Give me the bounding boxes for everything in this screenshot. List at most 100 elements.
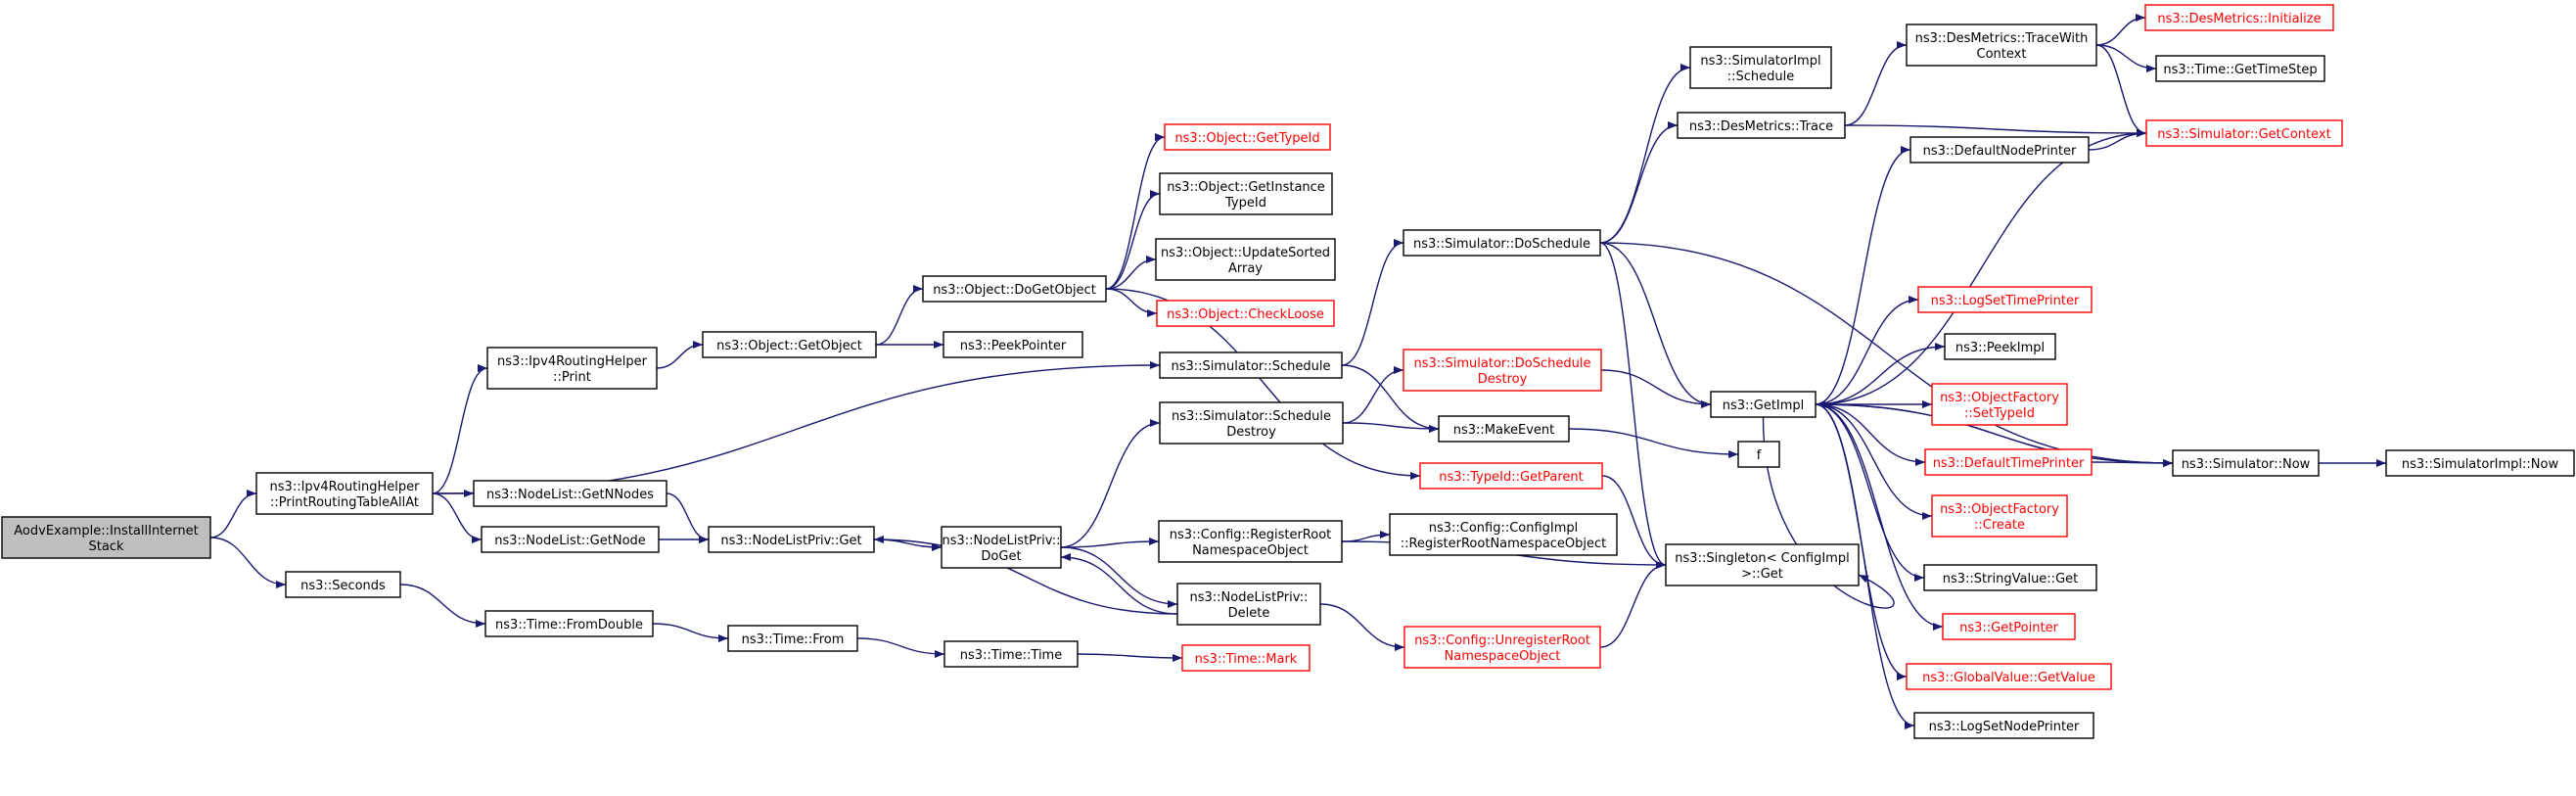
node-f[interactable]: f [1737, 441, 1780, 468]
node-rh-print[interactable]: ns3::Ipv4RoutingHelper::Print [486, 347, 658, 390]
node-globalvalue-getvalue[interactable]: ns3::GlobalValue::GetValue [1906, 663, 2112, 690]
edge-getimpl-to-singleton-get [1762, 416, 1895, 609]
edge-time-time-to-time-mark [1077, 653, 1183, 662]
node-box [1181, 644, 1311, 672]
node-time-gettimestep[interactable]: ns3::Time::GetTimeStep [2155, 55, 2325, 82]
node-label: ::Schedule [1727, 70, 1795, 84]
node-label: ns3::GetImpl [1723, 398, 1805, 413]
edge-sim-schedule-to-makeevent [1341, 364, 1440, 433]
edge-nlp-doget-to-sim-schedule-destroy [1060, 419, 1161, 548]
node-label: ns3::Object::UpdateSorted [1161, 246, 1330, 260]
node-label: ns3::Config::ConfigImpl [1429, 521, 1579, 536]
node-label: ns3::Seconds [300, 579, 386, 593]
node-sim-now[interactable]: ns3::Simulator::Now [2172, 449, 2320, 477]
node-print-all[interactable]: ns3::Ipv4RoutingHelper::PrintRoutingTabl… [255, 472, 434, 515]
node-peekpointer[interactable]: ns3::PeekPointer [943, 331, 1083, 358]
edge-obj-dogetobject-to-typeid-getparent [1105, 288, 1421, 480]
node-obj-getobject[interactable]: ns3::Object::GetObject [702, 331, 877, 358]
node-label: ns3::SimulatorImpl [1700, 54, 1820, 69]
node-time-time[interactable]: ns3::Time::Time [943, 640, 1079, 668]
edge-aodv-install-to-print-all [209, 490, 257, 538]
node-singleton-get[interactable]: ns3::Singleton< ConfigImpl >::Get [1665, 543, 1860, 586]
node-nlp-doget[interactable]: ns3::NodeListPriv::DoGet [941, 526, 1062, 569]
node-label: ns3::StringValue::Get [1943, 572, 2078, 586]
node-label: ns3::NodeListPriv:: [1189, 590, 1308, 605]
node-get-nnodes[interactable]: ns3::NodeList::GetNNodes [473, 480, 667, 507]
edge-get-nnodes-to-nlp-get [666, 492, 710, 543]
node-get-node[interactable]: ns3::NodeList::GetNode [481, 526, 660, 553]
node-label: ns3::Ipv4RoutingHelper [270, 480, 421, 494]
node-label: ns3::Object::GetInstance [1167, 180, 1325, 195]
edge-desmetrics-tracewith-to-time-gettimestep [2095, 44, 2157, 72]
node-time-from[interactable]: ns3::Time::From [727, 625, 858, 652]
node-default-time-printer[interactable]: ns3::DefaultTimePrinter [1924, 448, 2093, 476]
node-box [922, 275, 1107, 303]
node-getpointer[interactable]: ns3::GetPointer [1942, 613, 2076, 640]
edge-seconds-to-from-double [399, 584, 486, 628]
node-cfgimpl-register[interactable]: ns3::Config::ConfigImpl::RegisterRootNam… [1389, 513, 1618, 556]
node-desmetrics-initialize[interactable]: ns3::DesMetrics::Initialize [2144, 4, 2334, 31]
edge-print-all-to-get-node [432, 492, 483, 543]
node-seconds[interactable]: ns3::Seconds [285, 571, 401, 598]
node-log-set-node-printer[interactable]: ns3::LogSetNodePrinter [1913, 712, 2094, 739]
node-from-double[interactable]: ns3::Time::FromDouble [484, 610, 654, 637]
node-typeid-getparent[interactable]: ns3::TypeId::GetParent [1419, 462, 1603, 490]
edge-desmetrics-tracewith-to-desmetrics-initialize [2095, 14, 2146, 46]
edge-sim-schedule-destroy-to-makeevent [1342, 422, 1440, 433]
node-objfactory-settypeid[interactable]: ns3::ObjectFactory::SetTypeId [1931, 383, 2068, 426]
node-simimpl-schedule[interactable]: ns3::SimulatorImpl::Schedule [1689, 46, 1832, 89]
node-log-set-time-printer[interactable]: ns3::LogSetTimePrinter [1917, 286, 2093, 313]
edge-nlp-delete-to-nlp-get [873, 536, 1178, 615]
node-label: TypeId [1224, 196, 1266, 211]
node-obj-dogetobject[interactable]: ns3::Object::DoGetObject [922, 275, 1107, 303]
node-box [2144, 4, 2334, 31]
node-nlp-get[interactable]: ns3::NodeListPriv::Get [708, 526, 875, 553]
node-box [1403, 349, 1602, 392]
edge-from-double-to-time-from [652, 623, 729, 642]
node-box [1158, 520, 1343, 563]
node-time-mark[interactable]: ns3::Time::Mark [1181, 644, 1311, 672]
edge-sim-doschedule-to-sim-now [1599, 242, 2174, 467]
node-label: ns3::Object::GetObject [716, 339, 862, 353]
node-sim-schedule[interactable]: ns3::Simulator::Schedule [1159, 351, 1343, 379]
node-box [1737, 441, 1780, 468]
edge-sim-doschedule-destroy-to-getimpl [1600, 369, 1712, 408]
node-getimpl[interactable]: ns3::GetImpl [1710, 391, 1817, 418]
node-cfg-register[interactable]: ns3::Config::RegisterRootNamespaceObject [1158, 520, 1343, 563]
node-label: ns3::Time::GetTimeStep [2163, 63, 2317, 77]
node-label: ns3::Singleton< ConfigImpl [1675, 551, 1849, 566]
node-label: ns3::LogSetTimePrinter [1931, 294, 2080, 308]
node-cfg-unregister[interactable]: ns3::Config::UnregisterRootNamespaceObje… [1403, 626, 1601, 669]
node-box [1913, 712, 2094, 739]
node-box [1924, 448, 2093, 476]
node-box [2385, 449, 2575, 477]
node-sim-getcontext[interactable]: ns3::Simulator::GetContext [2145, 119, 2343, 147]
edge-makeevent-to-f [1568, 428, 1739, 458]
edge-nlp-doget-to-cfg-register [1060, 538, 1160, 548]
node-box [481, 526, 660, 553]
edge-getimpl-to-log-set-node-printer [1815, 403, 1915, 729]
node-nlp-delete[interactable]: ns3::NodeListPriv::Delete [1176, 583, 1321, 626]
node-box [1917, 286, 2093, 313]
node-stringvalue-get[interactable]: ns3::StringValue::Get [1923, 564, 2097, 591]
node-objfactory-create[interactable]: ns3::ObjectFactory::Create [1931, 494, 2068, 538]
edge-nlp-doget-to-nlp-delete [1060, 546, 1178, 608]
node-makeevent[interactable]: ns3::MakeEvent [1438, 415, 1570, 443]
node-label: Array [1228, 261, 1263, 276]
node-peekimpl[interactable]: ns3::PeekImpl [1944, 333, 2056, 360]
node-desmetrics-trace[interactable]: ns3::DesMetrics::Trace [1677, 112, 1846, 139]
node-simimpl-now[interactable]: ns3::SimulatorImpl::Now [2385, 449, 2575, 477]
node-obj-gettypeid[interactable]: ns3::Object::GetTypeId [1164, 123, 1331, 151]
node-sim-doschedule[interactable]: ns3::Simulator::DoSchedule [1403, 229, 1601, 257]
node-label: ns3::GetPointer [1959, 621, 2058, 635]
node-default-node-printer[interactable]: ns3::DefaultNodePrinter [1909, 136, 2090, 164]
node-obj-checkloose[interactable]: ns3::Object::CheckLoose [1156, 300, 1335, 327]
edge-getimpl-to-default-node-printer [1815, 146, 1911, 405]
